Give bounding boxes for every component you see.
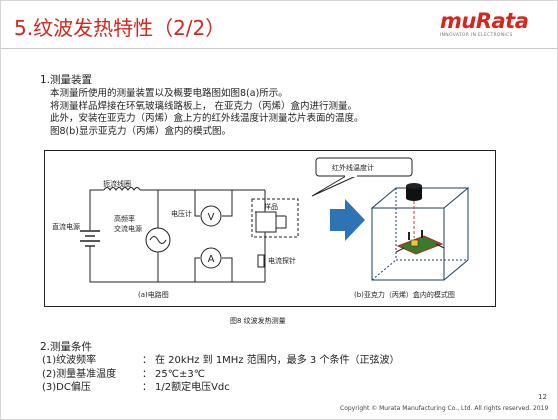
sample-box (251, 198, 299, 238)
ir-thermometer-label: 红外线温度计 (332, 164, 374, 172)
ammeter-glyph: A (208, 254, 215, 265)
ir-sensor-icon (406, 183, 422, 201)
logo-text: muRata (440, 9, 529, 33)
condition-sep-1: ： (142, 355, 152, 366)
sample-label: 样品 (264, 203, 278, 211)
voltmeter-glyph: V (208, 212, 215, 223)
hf-source-label-1: 高频率 (114, 215, 135, 223)
condition-value-2: 25℃±3℃ (155, 368, 205, 380)
condition-label-2: (2)测量基准温度 (42, 368, 117, 380)
choke-coil (103, 187, 141, 191)
section1-heading: 1.测量装置 (40, 74, 93, 86)
copyright: Copyright © Murata Manufacturing Co., Lt… (340, 405, 549, 412)
circuit-board-icon (395, 230, 445, 255)
section1-line-1: 本测量所使用的测量装置以及概要电路图如图8(a)所示。 (50, 88, 288, 99)
current-probe-label: 电流探针 (268, 257, 296, 265)
condition-label-3: (3)DC偏压 (42, 382, 91, 393)
voltmeter-symbol (200, 205, 222, 227)
title-divider (0, 48, 558, 49)
arrow-icon (330, 199, 365, 241)
figure-b-label: (b)亚克力（丙烯）盒内的模式图 (354, 291, 455, 299)
condition-sep-2: ： (142, 368, 152, 380)
sample-holder (255, 211, 277, 233)
murata-logo: muRata INNOVATOR IN ELECTRONICS (440, 10, 544, 46)
condition-label-1: (1)纹波频率 (42, 355, 97, 366)
current-probe-symbol (257, 254, 265, 268)
logo-tagline: INNOVATOR IN ELECTRONICS (440, 33, 513, 38)
ammeter-symbol (200, 247, 222, 269)
circuit-wires (89, 187, 266, 283)
section1-line-2: 将测量样品焊接在环氧玻璃线路板上， 在亚克力（丙烯）盒内进行测量。 (50, 100, 358, 112)
section2-heading: 2.测量条件 (40, 341, 93, 353)
acrylic-box (370, 187, 470, 281)
figure-a-label: (a)电路图 (138, 291, 169, 299)
dc-source-label: 直流电源 (52, 223, 80, 231)
hf-source-label-2: 交流电源 (114, 225, 142, 233)
choke-label: 扼流线圈 (103, 180, 131, 188)
page-number: 12 (538, 393, 547, 401)
figure-box (44, 150, 496, 307)
ir-thermometer-callout (315, 157, 413, 177)
ac-source-symbol (145, 227, 171, 253)
section1-line-4: 图8(b)显示亚克力（丙烯）盒内的模式图。 (50, 125, 231, 137)
page-title: 5.纹波发热特性（2/2） (14, 16, 226, 40)
dc-source-symbol (80, 230, 100, 247)
voltmeter-label: 电压计 (171, 210, 192, 218)
condition-sep-3: ： (142, 382, 152, 393)
condition-value-1: 在 20kHz 到 1MHz 范围内，最多 3 个条件（正弦波） (155, 355, 400, 366)
condition-value-3: 1/2额定电压Vdc (155, 382, 230, 393)
figure-caption: 图8 纹波发热测量 (230, 317, 286, 325)
section1-line-3: 此外，安装在亚克力（丙烯）盒上方的红外线温度计测量芯片表面的温度。 (50, 113, 364, 124)
